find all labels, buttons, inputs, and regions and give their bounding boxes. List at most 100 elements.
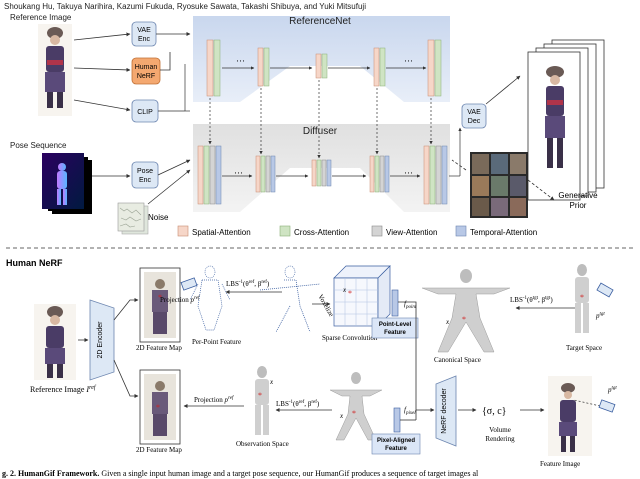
projection-lower-label: Projection pref bbox=[194, 396, 234, 404]
flow-arrows bbox=[184, 64, 462, 178]
figure-caption: g. 2. HumanGif Framework. Given a single… bbox=[2, 469, 479, 478]
svg-text:Rendering: Rendering bbox=[485, 435, 515, 443]
camera-icon-upper bbox=[180, 277, 198, 291]
observation-space-label: Observation Space bbox=[236, 440, 289, 448]
svg-text:NeRF decoder: NeRF decoder bbox=[441, 388, 448, 434]
svg-text:*: * bbox=[158, 293, 162, 302]
lbs-lower-label: LBS-1(θref, βref) bbox=[276, 400, 320, 408]
svg-text:*: * bbox=[348, 289, 352, 298]
svg-text:NeRF: NeRF bbox=[137, 73, 155, 80]
pixel-aligned-feature-box: fpixel Pixel-Aligned Feature bbox=[371, 406, 421, 455]
svg-text:···: ··· bbox=[404, 56, 413, 66]
legend-view: View-Attention bbox=[386, 228, 437, 237]
observation-space-mesh: * bbox=[255, 366, 269, 435]
svg-text:···: ··· bbox=[236, 56, 245, 66]
svg-text:···: ··· bbox=[404, 168, 413, 178]
svg-text:ReferenceNet: ReferenceNet bbox=[289, 16, 351, 27]
clip-box: CLIP bbox=[131, 99, 159, 123]
reference-image-ref-label: Reference Image Iref bbox=[30, 384, 97, 394]
svg-text:VAE: VAE bbox=[467, 109, 481, 116]
reference-image-label: Reference Image bbox=[10, 13, 72, 22]
svg-text:Point-Level: Point-Level bbox=[379, 322, 412, 328]
x-label-observation: x bbox=[269, 378, 274, 386]
svg-text:*: * bbox=[462, 315, 466, 324]
f-point-label: fpoint bbox=[404, 300, 417, 310]
2d-encoder: 2D Encoder bbox=[89, 299, 115, 381]
legend-temporal: Temporal-Attention bbox=[470, 228, 537, 237]
canonical-space-label: Canonical Space bbox=[434, 356, 481, 364]
generative-prior-grid bbox=[470, 152, 528, 218]
sparse-conv-label: Sparse Convolution bbox=[322, 334, 378, 342]
nerf-decoder: NeRF decoder bbox=[435, 375, 457, 447]
svg-text:Prior: Prior bbox=[570, 201, 587, 210]
feature-map-lower: * bbox=[139, 369, 181, 445]
svg-text:Dec: Dec bbox=[468, 118, 481, 125]
svg-text:···: ··· bbox=[234, 168, 243, 178]
vae-enc-box: VAE Enc bbox=[131, 21, 157, 47]
feature-image-label: Feature Image bbox=[540, 460, 580, 468]
svg-text:Pixel-Aligned: Pixel-Aligned bbox=[377, 438, 415, 444]
svg-text:Human: Human bbox=[135, 64, 158, 71]
voxelize-label: Voxelize bbox=[316, 293, 335, 318]
canonical-space-mesh: * bbox=[421, 269, 511, 353]
svg-text:Enc: Enc bbox=[139, 177, 152, 184]
svg-text:Diffuser: Diffuser bbox=[303, 126, 338, 137]
attention-legend: Spatial-Attention Cross-Attention View-A… bbox=[177, 225, 537, 237]
pose-enc-box: Pose Enc bbox=[131, 161, 159, 189]
x-label-canonical: x bbox=[445, 318, 450, 326]
camera-icon-render bbox=[598, 399, 616, 413]
pose-sequence-label: Pose Sequence bbox=[10, 141, 67, 150]
human-nerf-box: Human NeRF bbox=[131, 57, 161, 85]
output-image-stack bbox=[527, 39, 605, 201]
feature-map-upper-label: 2D Feature Map bbox=[136, 344, 182, 352]
canonical-small-mesh: * bbox=[329, 372, 383, 441]
svg-text:2D Encoder: 2D Encoder bbox=[97, 321, 104, 359]
pose-sequence-images bbox=[42, 153, 92, 214]
noise-image bbox=[117, 202, 149, 235]
svg-text:Feature: Feature bbox=[385, 446, 407, 452]
svg-text:Enc: Enc bbox=[138, 36, 151, 43]
svg-text:*: * bbox=[352, 409, 356, 418]
legend-spatial: Spatial-Attention bbox=[192, 228, 251, 237]
lbs-target-label: LBS-1(θtgt, βtgt) bbox=[510, 296, 553, 304]
svg-text:Feature: Feature bbox=[384, 330, 406, 336]
header-authors: Shoukang Hu, Takuya Narihira, Kazumi Fuk… bbox=[4, 2, 366, 11]
generative-prior-label: Generative bbox=[558, 191, 598, 200]
volume-rendering-label: Volume bbox=[489, 426, 511, 434]
svg-text:*: * bbox=[258, 391, 262, 400]
svg-text:*: * bbox=[580, 293, 584, 302]
f-pixel-label: fpixel bbox=[404, 406, 416, 416]
bottom-reference-image bbox=[34, 304, 76, 380]
lbs-upper-label: LBS-1(θref, βref) bbox=[226, 280, 270, 288]
sparse-convolution-cube: * bbox=[333, 265, 391, 327]
vae-dec-box: VAE Dec bbox=[461, 103, 487, 129]
p-tgt-label: ptgt bbox=[595, 312, 605, 320]
legend-cross: Cross-Attention bbox=[294, 228, 349, 237]
reference-person-image bbox=[38, 24, 72, 116]
p-tgt-render-label: ptgt bbox=[607, 386, 617, 394]
target-space-label: Target Space bbox=[566, 344, 602, 352]
noise-label: Noise bbox=[148, 213, 169, 222]
svg-text:*: * bbox=[156, 403, 160, 412]
point-level-feature-box: fpoint Point-Level Feature bbox=[371, 289, 419, 339]
projection-upper-label: Projection pref bbox=[160, 296, 200, 304]
x-label-canonical-small: x bbox=[339, 412, 344, 420]
svg-text:VAE: VAE bbox=[137, 27, 151, 34]
human-nerf-title: Human NeRF bbox=[6, 258, 63, 268]
feature-map-upper: * bbox=[139, 267, 181, 343]
feature-image bbox=[548, 376, 592, 456]
canonical-point-cloud bbox=[259, 265, 321, 333]
x-label-cube: x bbox=[342, 286, 347, 294]
feature-map-lower-label: 2D Feature Map bbox=[136, 446, 182, 454]
referencenet-block: ReferenceNet bbox=[193, 16, 450, 102]
per-point-feature-label: Per-Point Feature bbox=[192, 338, 241, 346]
sigma-c-output: {σ, c} bbox=[482, 406, 506, 417]
svg-text:CLIP: CLIP bbox=[137, 109, 153, 116]
target-space-mesh: * bbox=[575, 264, 589, 333]
diffuser-layers: ··· ··· bbox=[197, 145, 448, 205]
camera-icon-target bbox=[596, 282, 614, 298]
referencenet-layers: ··· ··· bbox=[206, 39, 442, 97]
ray-line bbox=[573, 399, 601, 407]
svg-text:Pose: Pose bbox=[137, 168, 153, 175]
